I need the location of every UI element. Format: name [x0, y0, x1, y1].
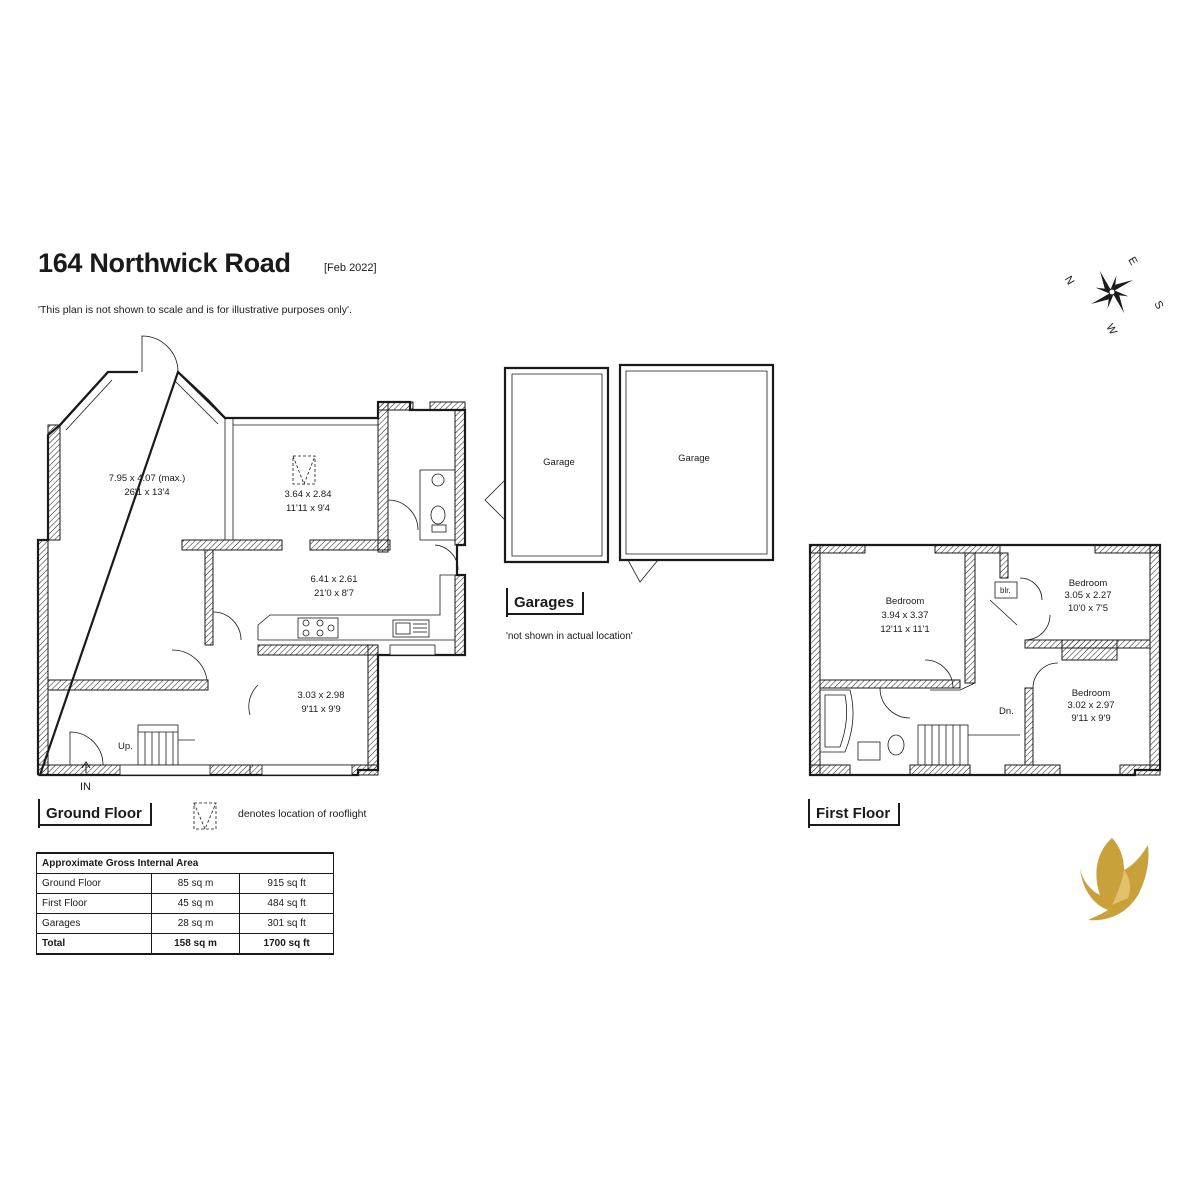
first-floor-label: First Floor: [808, 799, 901, 828]
bedroom-1-name: Bedroom: [886, 596, 925, 607]
front-room-wall-north: [257, 644, 379, 656]
table-row: Garages 28 sq m 301 sq ft: [36, 913, 334, 934]
plan-date: [Feb 2022]: [324, 262, 377, 274]
area-row-sqft: 915 sq ft: [239, 873, 334, 894]
stairs-down: [917, 724, 1020, 766]
boiler-label: blr.: [1000, 586, 1011, 595]
utility-wall-north: [377, 401, 414, 411]
bedroom-3-size-metric: 3.02 x 2.97: [1067, 700, 1114, 711]
toilet-icon-first: [887, 734, 905, 756]
bedroom-2-size-imperial: 10'0 x 7'5: [1068, 603, 1108, 614]
stairs-up-label: Up.: [118, 741, 133, 752]
living-room-size-imperial: 26'1 x 13'4: [124, 487, 169, 498]
stairs-down-label: Dn.: [999, 706, 1014, 717]
area-row-sqft: 484 sq ft: [239, 893, 334, 914]
kitchen-size-imperial: 21'0 x 8'7: [314, 588, 354, 599]
garages-label: Garages: [506, 588, 585, 617]
kitchen-wall-west: [204, 549, 214, 646]
garage-2-label: Garage: [678, 453, 710, 464]
basin-icon-first: [857, 741, 881, 761]
ground-floor-plan: [36, 335, 467, 777]
compass-e: E: [1125, 255, 1139, 267]
area-row-sqm: 85 sq m: [150, 873, 241, 894]
hall-wall-north: [47, 679, 209, 691]
rooflight-legend-text: denotes location of rooflight: [238, 808, 367, 820]
ground-floor-label: Ground Floor: [38, 799, 152, 828]
entrance-label: IN: [80, 781, 91, 793]
ground-wall-west: [37, 539, 49, 776]
table-row-total: Total 158 sq m 1700 sq ft: [36, 933, 334, 955]
compass-rose-icon: [1091, 271, 1133, 313]
area-row-sqm: 45 sq m: [150, 893, 241, 914]
hob-icon: [297, 617, 339, 639]
sink-icon: [392, 619, 430, 638]
area-row-name: Garages: [36, 913, 152, 934]
utility-wall-north-2: [429, 401, 466, 411]
conservatory-size-imperial: 11'11 x 9'4: [286, 503, 330, 514]
page-title: 164 Northwick Road: [38, 248, 291, 278]
boiler-cupboard: [994, 581, 1018, 599]
basin-icon: [431, 473, 445, 487]
disclaimer: 'This plan is not shown to scale and is …: [38, 304, 352, 316]
compass-w: W: [1103, 322, 1119, 338]
toilet-icon: [430, 505, 446, 525]
front-room-size-metric: 3.03 x 2.98: [297, 690, 344, 701]
gold-bird-logo: [1080, 838, 1149, 921]
area-total-sqm: 158 sq m: [150, 933, 241, 955]
first-floor-plan: [808, 543, 1162, 777]
living-room-size-metric: 7.95 x 4.07 (max.): [109, 473, 186, 484]
compass-s: S: [1151, 299, 1165, 311]
garage-1-label: Garage: [543, 457, 575, 468]
conservatory-size-metric: 3.64 x 2.84: [284, 489, 331, 500]
bedroom-1-size-imperial: 12'11 x 11'1: [880, 624, 929, 635]
area-total-sqft: 1700 sq ft: [239, 933, 334, 955]
bedroom-3-size-imperial: 9'11 x 9'9: [1071, 713, 1110, 724]
compass-n: N: [1062, 274, 1076, 287]
bedroom-3-name: Bedroom: [1072, 688, 1111, 699]
area-table-heading: Approximate Gross Internal Area: [36, 852, 334, 874]
bedroom-2-name: Bedroom: [1069, 578, 1108, 589]
area-row-name: Ground Floor: [36, 873, 152, 894]
stairs-up: [137, 724, 195, 766]
utility-wall-east: [454, 409, 466, 546]
bath-icon: [819, 689, 854, 753]
rooflight-legend-icon: [193, 802, 217, 831]
front-room-wall-east: [367, 644, 379, 771]
area-row-name: First Floor: [36, 893, 152, 914]
area-table: Approximate Gross Internal Area Ground F…: [36, 852, 334, 955]
bedroom-2-size-metric: 3.05 x 2.27: [1064, 590, 1111, 601]
living-wall-east: [181, 539, 283, 551]
front-room-size-imperial: 9'11 x 9'9: [301, 704, 340, 715]
area-row-sqft: 301 sq ft: [239, 913, 334, 934]
area-total-name: Total: [36, 933, 152, 955]
bay-wall: [47, 424, 61, 541]
garages-plan: [484, 363, 775, 583]
wc-room: [419, 469, 456, 541]
table-row: First Floor 45 sq m 484 sq ft: [36, 893, 334, 914]
area-row-sqm: 28 sq m: [150, 913, 241, 934]
table-row: Ground Floor 85 sq m 915 sq ft: [36, 873, 334, 894]
kitchen-size-metric: 6.41 x 2.61: [310, 574, 357, 585]
kitchen-wall-east: [454, 574, 466, 656]
bedroom-1-size-metric: 3.94 x 3.37: [881, 610, 928, 621]
conservatory-wall-south: [309, 539, 391, 551]
wc-wall: [377, 401, 389, 553]
garages-note: 'not shown in actual location': [506, 631, 633, 642]
